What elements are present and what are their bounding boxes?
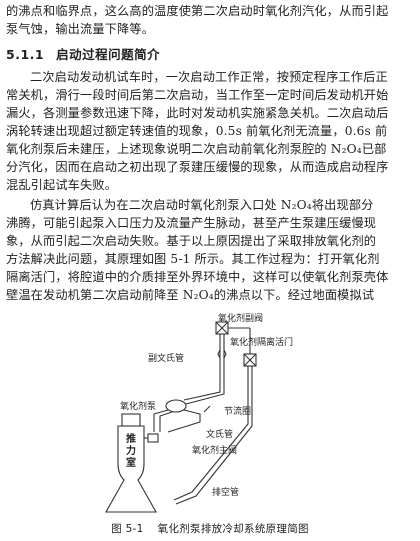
label-venturi: 文氏管: [206, 430, 234, 440]
pipe: [153, 409, 173, 432]
label-isolation-valve: 氧化剂隔离活门: [230, 338, 294, 348]
paragraph-line: 仿真计算后认为在二次启动时氧化剂泵入口处 N₂O₄将出现部分: [30, 198, 374, 212]
valve-cross-line: [215, 321, 229, 335]
schematic-figure: 氧化剂副阀 副文氏管 氧化剂隔离活门 氧化剂泵 节流圈 文氏管 氧化剂主阀 排空…: [96, 314, 328, 514]
paragraph-line: 二次启动发动机试车时，一次启动工作正常，按预定程序工作后正: [30, 70, 388, 84]
paragraph-line: 混乱引起试车失败。: [6, 178, 118, 192]
exhaust-pipe-line: [175, 366, 253, 505]
caption-title: 氧化剂泵排放冷却系统原理简图: [157, 523, 309, 535]
main-valve-box: [147, 433, 159, 443]
figure-caption: 图 5-1 氧化剂泵排放冷却系统原理简图: [0, 521, 420, 536]
chamber-head: [121, 413, 141, 427]
venturi-shape: [217, 349, 227, 359]
paragraph-line: 分汽化，因而在启动之初出现了泵建压缓慢的现象，从而造成启动程序: [6, 160, 389, 174]
pipe: [183, 384, 225, 405]
thrust-chamber-shape: [105, 425, 157, 513]
section-heading: 5.1.1 启动过程问题简介: [6, 44, 160, 63]
paragraph-line: 象，从而引起二次启动失败。基于以上原因提出了采取排放氧化剂的: [6, 234, 377, 248]
paragraph-line: 漏火，各测量参数迅速下降，此时对发动机实施紧急关机。二次启动后: [6, 106, 389, 120]
section-title: 启动过程问题简介: [56, 47, 161, 62]
label-main-valve: 氧化剂主阀: [192, 446, 238, 456]
label-thrust-chamber: 推力室: [126, 434, 136, 469]
paragraph-line: 方法解决此问题，其原理如图 5-1 所示。其工作过程为：打开氧化剂: [6, 252, 380, 266]
label-orifice: 节流圈: [224, 407, 252, 417]
pipe: [167, 409, 201, 433]
paragraph-line: 涡轮转速出现超过额定转速值的现象，0.5s 前氧化剂无流量，0.6s 前: [6, 124, 388, 138]
paragraph-line: 隔离活门，将腔道中的介质排至外界环境中，这样可以使氧化剂泵壳体: [6, 270, 389, 284]
label-oxidizer-aux-valve: 氧化剂副阀: [218, 314, 264, 324]
exhaust-pipe-line: [173, 366, 249, 501]
valve-cross-line: [243, 353, 257, 367]
paragraph-line: 氧化剂泵后未建压，上述现象说明二次启动前氧化剂泵腔的 N₂O₄已部: [6, 142, 387, 156]
oxidizer-pump-shape: [165, 399, 187, 413]
text-line: 的沸点和临界点，这么高的温度使第二次启动时氧化剂汽化，从而引起: [6, 4, 389, 18]
label-aux-venturi: 副文氏管: [148, 354, 185, 364]
section-number: 5.1.1: [6, 47, 45, 62]
schematic-diagram: [105, 321, 257, 513]
paragraph-line: 壁温在发动机第二次启动前降至 N₂O₄的沸点以下。经过地面模拟试: [6, 288, 375, 302]
text-line: 泵气蚀，输出流量下降等。: [6, 22, 155, 36]
orifice-shape: [203, 405, 211, 413]
label-exhaust-pipe: 排空管: [212, 488, 240, 498]
paragraph-line: 常关机，滑行一段时间后第二次启动，当工作至一定时间后发动机开始: [6, 88, 389, 102]
label-oxidizer-pump: 氧化剂泵: [120, 402, 157, 412]
caption-number: 图 5-1: [111, 523, 144, 535]
paragraph-line: 沸腾，可能引起泵入口压力及流量产生脉动，甚至产生泵建压缓慢现: [6, 216, 377, 230]
